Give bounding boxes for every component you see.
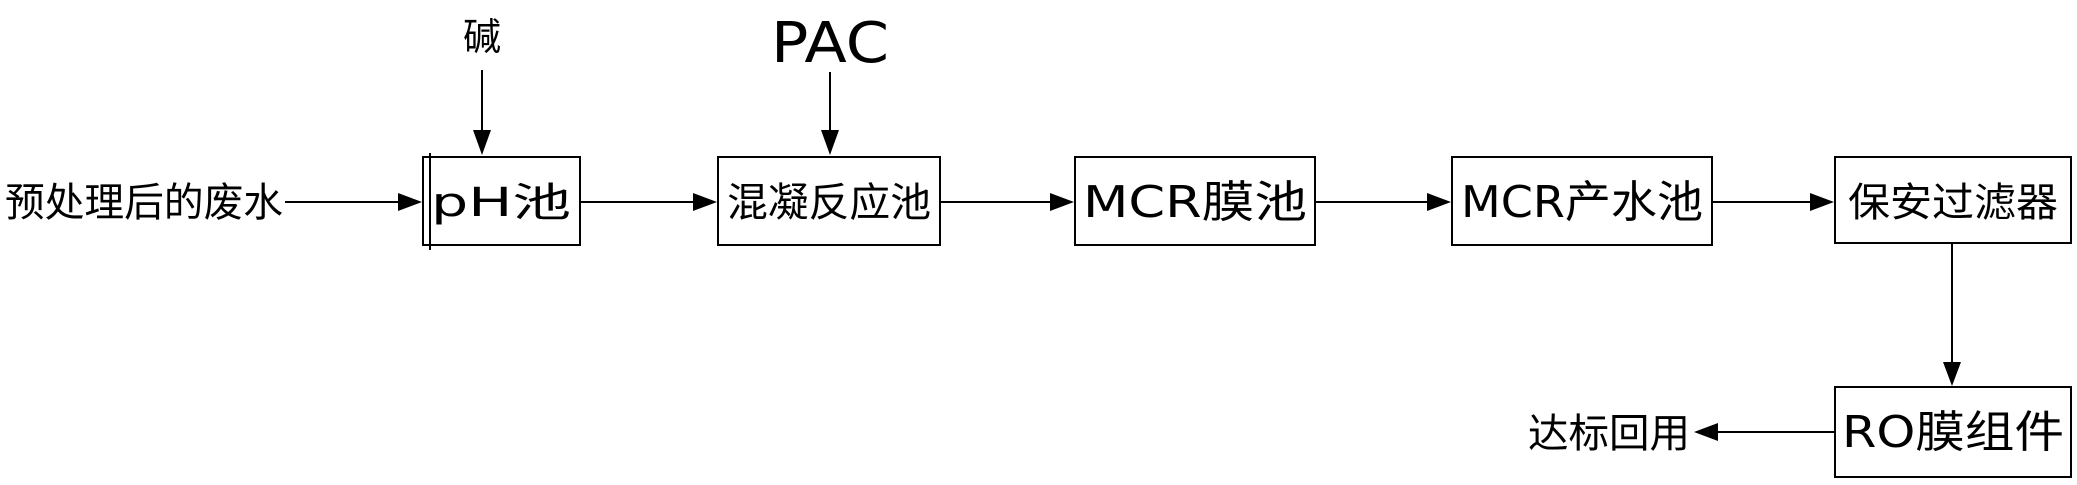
arrowhead-coag xyxy=(693,193,717,211)
arrowhead-output xyxy=(1694,423,1718,441)
output-label: 达标回用 xyxy=(1528,411,1690,457)
security-filter-box xyxy=(1834,156,2072,244)
ph-tank-box xyxy=(422,156,581,246)
coagulation-tank-box xyxy=(717,156,941,246)
arrowhead-alkali xyxy=(473,130,491,155)
arrowhead-ro xyxy=(1943,362,1961,386)
ro-module-box xyxy=(1834,386,2072,478)
arrowhead-pac xyxy=(821,130,839,155)
mcr-product-tank-box xyxy=(1451,156,1713,246)
coagulation-tank-label: 混凝反应池 xyxy=(727,180,931,226)
ro-module-label: RO膜组件 xyxy=(1842,407,2064,458)
mcr-membrane-tank-box xyxy=(1074,156,1316,246)
input-label: 预处理后的废水 xyxy=(5,180,283,226)
ph-tank-label: pH池 xyxy=(431,180,571,226)
arrowhead-ph xyxy=(398,193,422,211)
mcr-product-tank-label: MCR产水池 xyxy=(1461,177,1703,228)
security-filter-label: 保安过滤器 xyxy=(1848,180,2058,226)
arrowhead-filter xyxy=(1810,193,1834,211)
arrowhead-mcr xyxy=(1050,193,1074,211)
mcr-membrane-tank-label: MCR膜池 xyxy=(1083,177,1307,228)
alkali-label: 碱 xyxy=(463,15,501,59)
arrowhead-product xyxy=(1427,193,1451,211)
pac-label: PAC xyxy=(771,11,889,76)
